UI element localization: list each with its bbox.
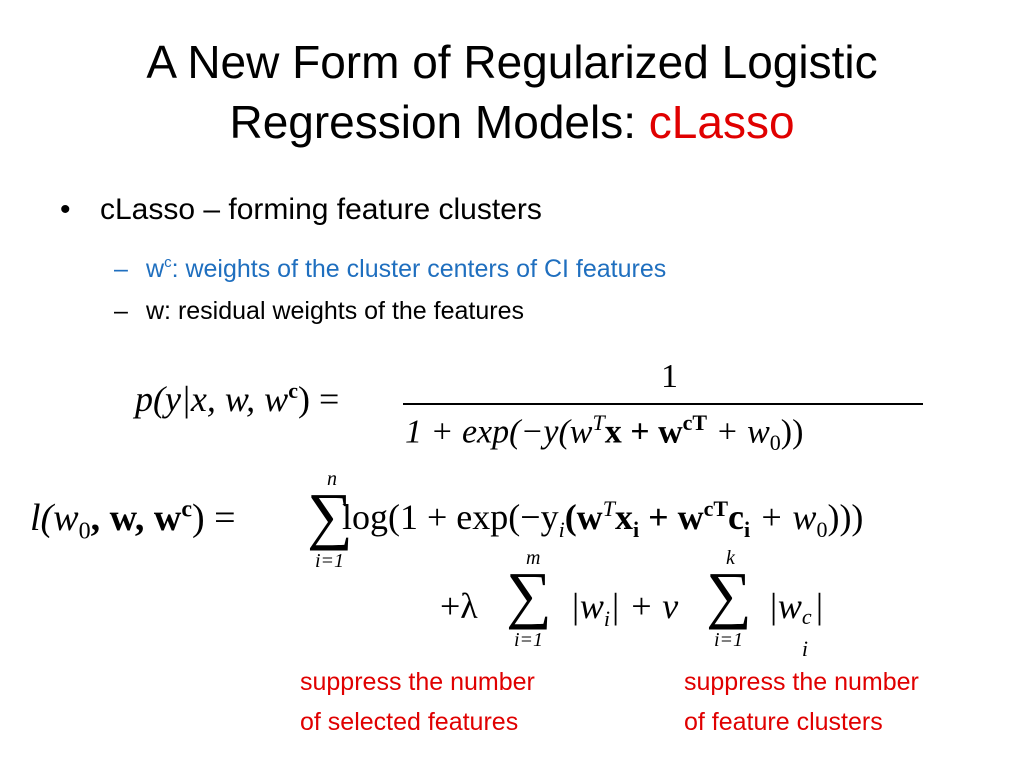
eq1-den-end: + w (707, 413, 770, 451)
eq2-lhs-a: l(w (30, 497, 79, 539)
eq3-sum2-symbol: ∑ (706, 559, 752, 630)
title-line-2: Regression Models: cLasso (0, 92, 1024, 152)
eq1-den-sup2: cT (682, 410, 708, 435)
eq1-den-sub: 0 (769, 430, 781, 456)
eq2-rhs-a: log(1 + exp(−y (342, 497, 559, 537)
eq2-rhs: log(1 + exp(−yi(wTxi + wcTci + w0))) (342, 496, 863, 543)
eq3-lead: +λ (440, 586, 478, 626)
eq2-rhs-c: x (614, 497, 633, 537)
eq1-numerator: 1 (661, 358, 678, 395)
sub-bullet-marker: – (114, 297, 128, 325)
eq1-den-sup1: T (592, 410, 605, 435)
eq3-sum1-upper: m (526, 547, 541, 569)
eq2-rhs-sup-t: T (602, 496, 615, 521)
eq1-fraction-bar (403, 403, 923, 405)
eq3-term1: |wi| + ν (570, 585, 678, 632)
eq2-rhs-sub-0: 0 (816, 517, 828, 543)
eq2-sum-upper: n (327, 468, 337, 490)
eq1-lhs-text: p(y|x, w, w (135, 379, 289, 419)
sub-bullet-prefix: w (146, 255, 165, 283)
bullet-marker: • (60, 193, 71, 226)
note-line-2: of selected features (300, 708, 519, 736)
note-line-1: suppress the number (684, 668, 919, 696)
note-line-1: suppress the number (300, 668, 535, 696)
eq1-lhs-sup: c (288, 378, 298, 403)
sub-bullet-marker: – (114, 255, 128, 283)
eq3-sum2-upper: k (726, 547, 735, 569)
eq3-sum2-lower: i=1 (714, 629, 744, 651)
eq2-sum-lower: i=1 (315, 550, 345, 572)
eq3-term2-sup: c (801, 604, 812, 629)
bullet-main-text: cLasso – forming feature clusters (100, 193, 542, 226)
eq2-rhs-b: (w (564, 497, 603, 537)
eq2-rhs-e: c (728, 497, 745, 537)
eq3-sum1-lower: i=1 (514, 629, 544, 651)
equation-loss: l(w0, w, wc) = n ∑ i=1 log(1 + exp(−yi(w… (30, 460, 1020, 580)
eq3-sum1-symbol: ∑ (506, 559, 552, 630)
eq2-rhs-sub-i: i (558, 517, 565, 543)
eq3-term1-a: |w (570, 586, 604, 626)
sub-bullet-superscript: c (164, 254, 172, 271)
eq2-lhs-sup: c (181, 496, 193, 523)
eq2-rhs-sub-i3: i (744, 517, 751, 543)
eq1-den-close: )) (780, 413, 804, 451)
eq2-sum-symbol: ∑ (307, 480, 353, 551)
eq3-term1-end: | + ν (610, 586, 679, 626)
note-selected-features: suppress the number of selected features (300, 662, 535, 742)
eq2-rhs-d: + w (639, 497, 704, 537)
eq2-rhs-g: ))) (827, 497, 864, 537)
eq2-lhs: l(w0, w, wc) = (30, 496, 236, 546)
slide-title: A New Form of Regularized Logistic Regre… (0, 32, 1024, 152)
eq2-rhs-sup-ct: cT (703, 496, 729, 521)
eq3-term2-a: |w (768, 586, 802, 626)
eq1-denominator: 1 + exp(−y(wTx + wcT + w0)) (405, 410, 803, 456)
sub-bullet-residual-weights: –w: residual weights of the features (114, 294, 524, 328)
note-line-2: of feature clusters (684, 708, 883, 736)
eq1-den-mid: x + w (604, 413, 683, 451)
eq1-lhs-end: ) = (297, 379, 340, 419)
eq2-lhs-mid: , w, w (90, 497, 182, 539)
eq3-term1-sub: i (603, 606, 611, 632)
eq2-rhs-f: + w (750, 497, 817, 537)
sub-bullet-text: w: residual weights of the features (146, 297, 524, 325)
title-accent-classo: cLasso (648, 96, 795, 148)
title-line-1: A New Form of Regularized Logistic (146, 36, 878, 88)
eq2-lhs-end: ) = (192, 497, 236, 539)
note-feature-clusters: suppress the number of feature clusters (684, 662, 919, 742)
sub-bullet-cluster-weights: –wc: weights of the cluster centers of C… (114, 246, 666, 286)
eq2-rhs-sub-i2: i (632, 517, 640, 543)
eq1-lhs: p(y|x, w, wc) = (135, 378, 339, 420)
eq1-den-a: 1 + exp(−y(w (405, 413, 593, 451)
title-line-2-prefix: Regression Models: (229, 96, 649, 148)
sub-bullet-text: : weights of the cluster centers of CI f… (171, 255, 667, 283)
eq2-lhs-sub: 0 (78, 518, 91, 545)
equation-probability: p(y|x, w, wc) = 1 1 + exp(−y(wTx + wcT +… (135, 358, 935, 458)
bullet-main: • cLasso – forming feature clusters (60, 190, 542, 230)
eq3-term2-end: | (815, 586, 824, 626)
eq3-term2-sub: i (801, 636, 809, 661)
